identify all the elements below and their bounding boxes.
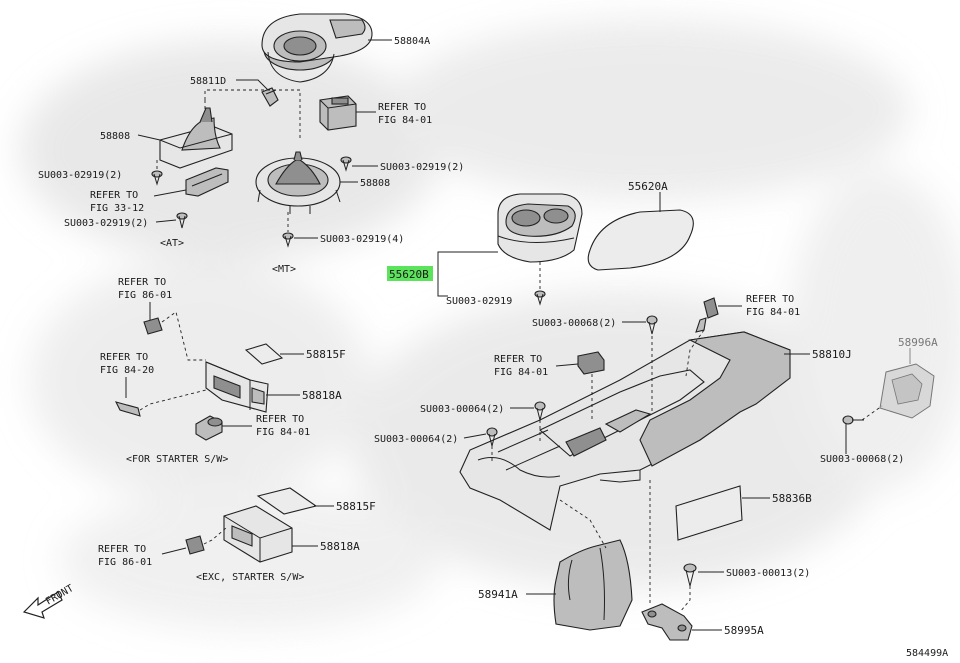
screw-02919-c <box>340 156 352 172</box>
label-refer-84-01-a-2: FIG 84-01 <box>378 115 432 126</box>
label-for-starter: <FOR STARTER S/W> <box>126 454 228 465</box>
label-58995A: 58995A <box>724 624 764 637</box>
guide-connector-b <box>203 527 227 545</box>
label-refer-84-20-1: REFER TO <box>100 352 148 363</box>
label-58996A: 58996A <box>898 336 938 349</box>
label-58815F-a: 58815F <box>306 348 346 361</box>
part-58818A-b <box>223 505 293 563</box>
part-switch-a <box>319 95 357 131</box>
leader-su-00064-2-b <box>463 433 487 439</box>
screw-02919-d <box>282 232 294 248</box>
part-58804A <box>261 13 373 83</box>
guide-connector-84-01-b <box>685 329 705 377</box>
label-58836B: 58836B <box>772 492 812 505</box>
guide-58941A <box>559 499 607 549</box>
part-58808-at <box>159 107 233 169</box>
label-su-02919: SU003-02919 <box>446 296 512 307</box>
label-58810J: 58810J <box>812 348 852 361</box>
part-58818A-a <box>205 361 269 413</box>
part-58810J <box>459 331 791 531</box>
leader-58811D <box>236 79 269 91</box>
part-58815F-a <box>244 343 284 365</box>
label-55620B: 55620B <box>389 268 429 281</box>
label-exc-starter: <EXC, STARTER S/W> <box>196 572 304 583</box>
label-su-00068-2-a: SU003-00068(2) <box>532 318 616 329</box>
label-su-02919-2-c: SU003-02919(2) <box>380 162 464 173</box>
label-refer-84-01-b-1: REFER TO <box>746 294 794 305</box>
label-55620A: 55620A <box>628 180 668 193</box>
part-55620A <box>587 209 694 271</box>
guide-connector-a <box>161 311 206 361</box>
label-at: <AT> <box>160 238 184 249</box>
guide-screw-00068-b <box>861 405 883 421</box>
part-58995A <box>641 603 693 641</box>
leader-58808-at <box>137 134 161 141</box>
label-su-00068-2-b: SU003-00068(2) <box>820 454 904 465</box>
guide-screw-00013 <box>679 586 691 613</box>
label-refer-84-01-c-2: FIG 84-01 <box>256 427 310 438</box>
screw-00068-a <box>646 315 658 335</box>
part-connector-b <box>185 535 205 555</box>
label-refer-86-01-b-1: REFER TO <box>98 544 146 555</box>
label-su-02919-2-a: SU003-02919(2) <box>38 170 122 181</box>
screw-02919-e <box>534 290 546 306</box>
label-58811D: 58811D <box>190 76 226 87</box>
label-refer-86-01-b-2: FIG 86-01 <box>98 557 152 568</box>
label-58808-at: 58808 <box>100 131 130 142</box>
part-connector-a <box>143 317 163 335</box>
label-su-02919-2-b: SU003-02919(2) <box>64 218 148 229</box>
leader-su-02919-2-b <box>155 219 177 223</box>
figure-number: 584499A <box>906 648 948 659</box>
leader-55620B <box>437 251 498 297</box>
label-refer-84-20-2: FIG 84-20 <box>100 365 154 376</box>
label-refer-33-12-2: FIG 33-12 <box>90 203 144 214</box>
part-bracket-33-12 <box>185 167 229 197</box>
label-su-00064-2-b: SU003-00064(2) <box>374 434 458 445</box>
label-refer-84-01-d-1: REFER TO <box>494 354 542 365</box>
part-58811D <box>261 87 279 107</box>
label-su-00013-2: SU003-00013(2) <box>726 568 810 579</box>
leader-refer-33-12 <box>153 189 187 197</box>
label-58804A: 58804A <box>394 36 430 47</box>
screw-02919-b <box>176 212 188 229</box>
front-arrow-icon <box>22 591 63 619</box>
part-knob-a <box>195 415 223 441</box>
part-55620B <box>497 193 583 263</box>
label-su-00064-2-a: SU003-00064(2) <box>420 404 504 415</box>
label-front: FRONT <box>44 583 76 608</box>
label-refer-84-01-d-2: FIG 84-01 <box>494 367 548 378</box>
label-58818A-a: 58818A <box>302 389 342 402</box>
part-58808-mt <box>255 151 341 214</box>
part-58996A <box>879 363 935 419</box>
background-shading <box>20 20 960 630</box>
screw-02919-a <box>151 170 163 186</box>
part-58941A <box>553 539 633 631</box>
label-refer-84-01-b-2: FIG 84-01 <box>746 307 800 318</box>
leader-refer-86-01-b <box>161 547 187 555</box>
label-refer-86-01-a-1: REFER TO <box>118 277 166 288</box>
label-su-02919-4: SU003-02919(4) <box>320 234 404 245</box>
highlight-55620B <box>387 266 433 281</box>
label-58815F-b: 58815F <box>336 500 376 513</box>
label-mt: <MT> <box>272 264 296 275</box>
label-refer-84-01-a-1: REFER TO <box>378 102 426 113</box>
label-58808-mt: 58808 <box>360 178 390 189</box>
part-connector-84-01-b <box>695 297 719 333</box>
label-refer-84-01-c-1: REFER TO <box>256 414 304 425</box>
label-58941A: 58941A <box>478 588 518 601</box>
leader-refer-84-01-d <box>555 363 579 367</box>
guide-key-a <box>139 389 207 411</box>
screw-00068-b <box>842 415 864 425</box>
label-58818A-b: 58818A <box>320 540 360 553</box>
label-refer-86-01-a-2: FIG 86-01 <box>118 290 172 301</box>
label-refer-33-12-1: REFER TO <box>90 190 138 201</box>
part-58836B <box>675 485 743 541</box>
part-switch-d <box>577 351 605 375</box>
part-key-a <box>114 401 141 417</box>
